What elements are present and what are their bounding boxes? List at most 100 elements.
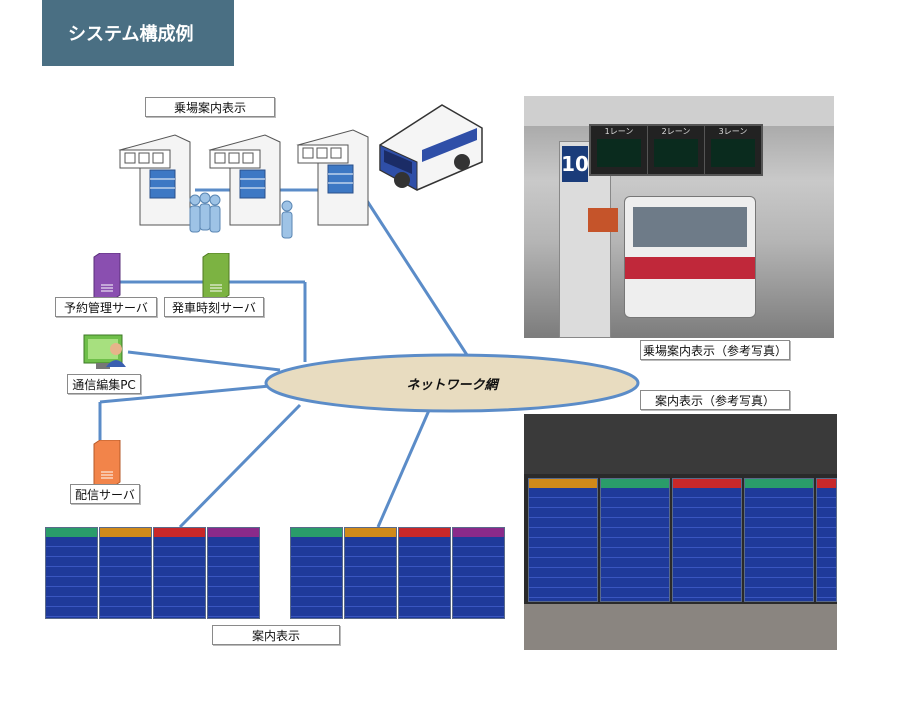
board-row [529, 548, 597, 558]
board-row [154, 547, 205, 557]
board-row [673, 488, 741, 498]
timetable-server-label: 発車時刻サーバ [164, 297, 264, 317]
board-row [529, 498, 597, 508]
board-row [399, 587, 450, 597]
board-row [100, 537, 151, 547]
board-row [673, 568, 741, 578]
board-row [208, 567, 259, 577]
board-row [100, 557, 151, 567]
board-row [601, 568, 669, 578]
board-row [345, 607, 396, 617]
display-tower-2 [208, 134, 281, 226]
board-row [529, 488, 597, 498]
board-row [601, 538, 669, 548]
board-row [154, 567, 205, 577]
board-row [601, 548, 669, 558]
lane-1-label: 1レーン [604, 127, 634, 136]
comm-pc-label: 通信編集PC [67, 374, 141, 394]
network-ellipse [264, 353, 640, 413]
board-row [345, 577, 396, 587]
board-row [817, 588, 836, 598]
pc-icon [83, 334, 126, 369]
board-row [673, 528, 741, 538]
board-row [208, 537, 259, 547]
board-row [399, 607, 450, 617]
guide-board-group-1 [45, 527, 260, 619]
board-row [745, 528, 813, 538]
board-row [46, 577, 97, 587]
board-row [673, 518, 741, 528]
board-row [529, 578, 597, 588]
board-row [529, 568, 597, 578]
boarding-display-label: 乗場案内表示 [145, 97, 275, 117]
board-row [100, 547, 151, 557]
board-row [100, 587, 151, 597]
board-row [745, 588, 813, 598]
board-row [208, 597, 259, 607]
board-row [745, 558, 813, 568]
person-icon [281, 200, 293, 239]
board-row [291, 597, 342, 607]
board-row [529, 538, 597, 548]
board-row [601, 558, 669, 568]
board-row [154, 557, 205, 567]
board-row [291, 567, 342, 577]
bay-number-sign: 10 [561, 146, 589, 182]
board-row [208, 547, 259, 557]
guide-display-photo [524, 414, 837, 650]
board-row [291, 547, 342, 557]
display-tower-1 [118, 134, 191, 226]
boarding-display-photo: 10 1レーン 2レーン 3レーン [524, 96, 834, 338]
board-row [453, 577, 504, 587]
board-row [601, 528, 669, 538]
board-row [345, 587, 396, 597]
lane-board: 1レーン 2レーン 3レーン [589, 124, 763, 176]
board-row [673, 558, 741, 568]
board-row [399, 557, 450, 567]
reservation-server-label: 予約管理サーバ [55, 297, 157, 317]
board-row [601, 508, 669, 518]
board-row [817, 568, 836, 578]
board-row [529, 588, 597, 598]
board-row [745, 548, 813, 558]
board-row [673, 498, 741, 508]
board-row [345, 547, 396, 557]
board-row [154, 597, 205, 607]
board-row [745, 578, 813, 588]
board-row [673, 538, 741, 548]
board-row [529, 518, 597, 528]
board-row [453, 567, 504, 577]
board-row [291, 607, 342, 617]
board-row [46, 587, 97, 597]
board-row [453, 587, 504, 597]
guide-board-group-2 [290, 527, 505, 619]
board-row [46, 537, 97, 547]
board-row [453, 597, 504, 607]
board-row [817, 498, 836, 508]
people-group-icon [189, 192, 221, 233]
board-row [100, 597, 151, 607]
photo1-caption: 乗場案内表示（参考写真） [640, 340, 790, 360]
bus-icon [379, 104, 483, 191]
board-row [453, 557, 504, 567]
board-row [399, 597, 450, 607]
board-row [601, 488, 669, 498]
board-row [745, 508, 813, 518]
board-row [453, 537, 504, 547]
board-row [46, 597, 97, 607]
boarding-display-icons [118, 129, 369, 239]
board-row [399, 567, 450, 577]
board-row [208, 587, 259, 597]
network-label: ネットワーク網 [406, 378, 498, 393]
board-row [673, 548, 741, 558]
board-row [745, 498, 813, 508]
board-row [291, 557, 342, 567]
board-row [46, 557, 97, 567]
board-row [100, 567, 151, 577]
timetable-server-icon [202, 253, 230, 299]
board-row [601, 498, 669, 508]
guide-display-label: 案内表示 [212, 625, 340, 645]
board-row [399, 537, 450, 547]
board-row [291, 577, 342, 587]
bus-in-photo [624, 196, 756, 318]
